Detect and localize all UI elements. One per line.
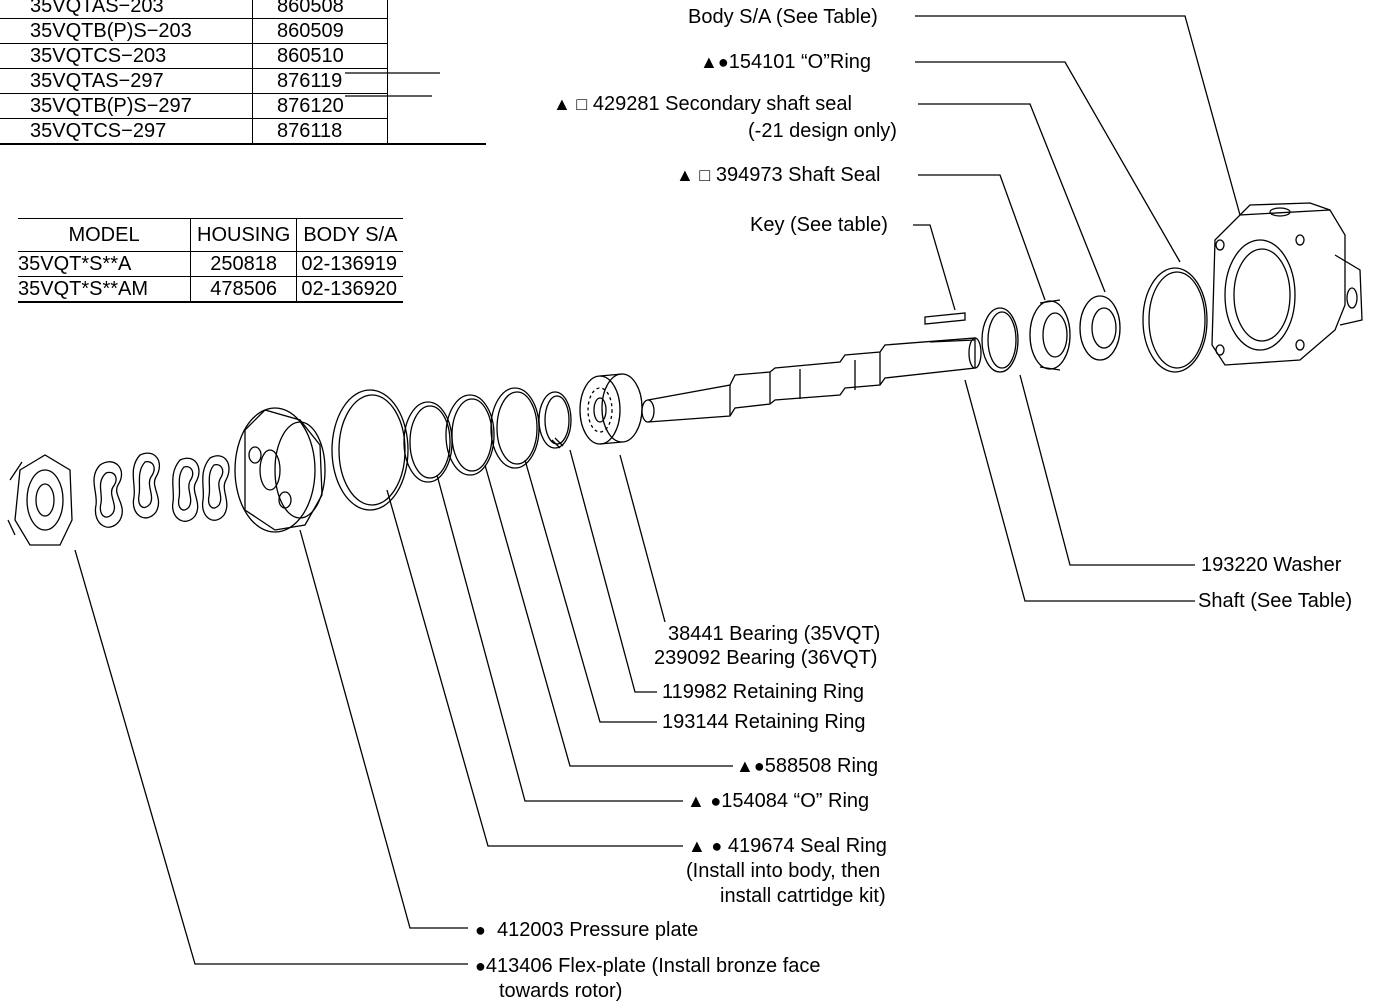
part-cell: 860509: [252, 18, 388, 44]
empty-cell: [388, 69, 487, 94]
callout-seal-ring: ▲ ● 419674 Seal Ring: [688, 834, 887, 858]
column-header: HOUSING: [189, 218, 297, 252]
callout-flex-plate: ●413406 Flex-plate (Install bronze face: [475, 954, 821, 978]
callout-body-sa: Body S/A (See Table): [688, 6, 878, 28]
shaft-part: [641, 337, 982, 423]
callout-flex-plate-note: towards rotor): [499, 980, 623, 1002]
secondary-seal-part: [1079, 295, 1121, 361]
table-header-row: MODEL HOUSING BODY S/A: [18, 218, 404, 252]
flex-plate-part: [7, 454, 73, 546]
triangle-icon: ▲: [736, 756, 754, 776]
body-sa-cell: 02-136920: [296, 276, 404, 303]
kidney-seals: [93, 452, 230, 528]
model-cell: 35VQTB(P)S−297: [0, 93, 253, 119]
empty-cell: [388, 0, 487, 19]
part-cell: 860508: [252, 0, 388, 19]
model-cell: 35VQT*S**A: [18, 251, 191, 277]
circle-icon: ●: [475, 956, 486, 976]
callout-bearing-35vqt: 38441 Bearing (35VQT): [668, 623, 881, 645]
model-cell: 35VQTB(P)S−203: [0, 18, 253, 44]
part-cell: 860510: [252, 43, 388, 69]
seal-ring-part: [331, 389, 409, 511]
triangle-icon: ▲: [687, 791, 705, 811]
callout-retaining-ring-193144: 193144 Retaining Ring: [662, 711, 866, 733]
shaft-seal-part: [1029, 299, 1071, 371]
table-row: 35VQT*S**A 250818 02-136919: [18, 251, 404, 277]
callout-retaining-ring-119982: 119982 Retaining Ring: [662, 681, 865, 703]
callout-text: 413406 Flex-plate (Install bronze face: [485, 955, 821, 977]
model-cell: 35VQTCS−203: [0, 43, 253, 69]
triangle-icon: ▲: [553, 94, 571, 114]
callout-secondary-seal: ▲ □ 429281 Secondary shaft seal: [553, 92, 852, 116]
callout-text: 394973 Shaft Seal: [715, 164, 881, 186]
callout-secondary-seal-note: (-21 design only): [748, 120, 897, 142]
callout-pressure-plate: ● 412003 Pressure plate: [475, 918, 698, 942]
column-header: BODY S/A: [296, 218, 404, 252]
callout-text: 154101 “O”Ring: [728, 51, 872, 73]
bearing-part: [579, 373, 643, 445]
triangle-icon: ▲: [688, 836, 706, 856]
ring-588508-part: [445, 394, 495, 476]
washer-part: [981, 307, 1019, 373]
o-ring-154101-part: [1142, 267, 1208, 373]
housing-cell: 478506: [189, 276, 297, 303]
square-icon: □: [699, 165, 711, 185]
retaining-ring-193144-part: [490, 387, 540, 469]
model-cell: 35VQTAS−297: [0, 68, 253, 94]
callout-o-ring-154101: ▲●154101 “O”Ring: [700, 50, 871, 74]
callout-seal-ring-note-2: install catrtidge kit): [720, 885, 886, 907]
housing-cell: 250818: [189, 251, 297, 277]
callout-shaft-seal: ▲ □ 394973 Shaft Seal: [676, 163, 880, 187]
callout-text: 429281 Secondary shaft seal: [592, 93, 852, 115]
callout-key: Key (See table): [750, 214, 888, 236]
callout-shaft: Shaft (See Table): [1198, 590, 1353, 612]
callout-washer: 193220 Washer: [1201, 554, 1342, 576]
part-cell: 876120: [252, 93, 388, 119]
pressure-plate-part: [234, 407, 326, 533]
table-row: 35VQT*S**AM 478506 02-136920: [18, 276, 404, 303]
part-cell: 876119: [252, 68, 388, 94]
retaining-ring-119982-part: [538, 391, 572, 449]
body-housing-part: [1211, 202, 1363, 366]
part-cell: 876118: [252, 118, 388, 145]
circle-icon: ●: [711, 836, 723, 856]
empty-cell: [387, 118, 486, 145]
empty-cell: [388, 94, 487, 119]
callout-o-ring-154084: ▲ ●154084 “O” Ring: [687, 789, 869, 813]
callout-seal-ring-note-1: (Install into body, then: [686, 860, 881, 882]
model-cell: 35VQTAS−203: [0, 0, 253, 19]
model-cell: 35VQTCS−297: [0, 118, 253, 145]
triangle-icon: ▲: [700, 52, 718, 72]
body-sa-cell: 02-136919: [296, 251, 404, 277]
callout-text: 419674 Seal Ring: [727, 835, 887, 857]
circle-icon: ●: [717, 52, 729, 72]
callout-text: 154084 “O” Ring: [721, 790, 870, 812]
square-icon: □: [576, 94, 588, 114]
callout-text: 412003 Pressure plate: [497, 919, 699, 941]
callout-bearing-36vqt: 239092 Bearing (36VQT): [654, 647, 878, 669]
column-header: MODEL: [18, 218, 191, 252]
circle-icon: ●: [710, 791, 722, 811]
empty-cell: [388, 19, 487, 44]
model-cell: 35VQT*S**AM: [18, 276, 191, 303]
o-ring-154084-part: [403, 401, 453, 483]
leader-lines: [74, 15, 1241, 965]
circle-icon: ●: [753, 756, 765, 776]
housing-table: MODEL HOUSING BODY S/A 35VQT*S**A 250818…: [18, 218, 404, 303]
callout-text: 588508 Ring: [764, 755, 879, 777]
key-part: [924, 312, 966, 325]
circle-icon: ●: [475, 920, 486, 940]
callout-ring-588508: ▲●588508 Ring: [736, 754, 878, 778]
empty-cell: [388, 44, 487, 69]
triangle-icon: ▲: [676, 165, 694, 185]
